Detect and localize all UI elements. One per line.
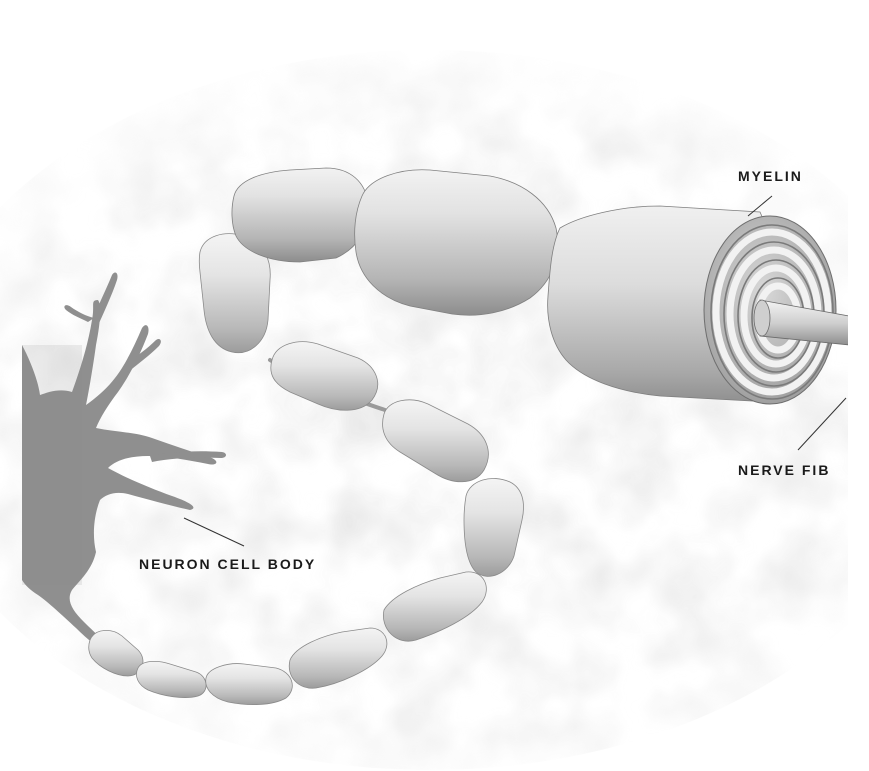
cell-body-shade [22, 345, 82, 585]
myelin-sheath-large [548, 206, 836, 404]
neuron-cell-body-label: NEURON CELL BODY [139, 556, 316, 572]
myelin-label: MYELIN [738, 168, 803, 184]
nerve-fiber-label: NERVE FIB [738, 462, 830, 478]
right-crop-edge [848, 0, 869, 771]
